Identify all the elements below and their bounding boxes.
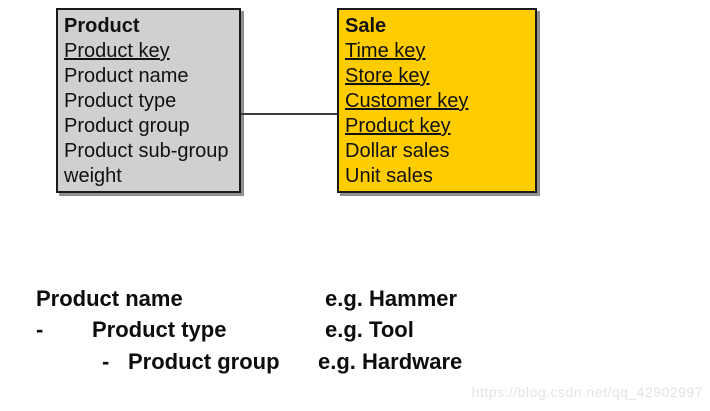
hierarchy-level-1-label: Product name bbox=[36, 286, 183, 311]
product-field-product-type: Product type bbox=[64, 90, 177, 112]
sale-field-dollar-sales: Dollar sales bbox=[345, 140, 450, 162]
relationship-connector-line bbox=[241, 113, 337, 115]
hierarchy-level-1-example: e.g. Hammer bbox=[325, 286, 458, 311]
hierarchy-level-2-label: Product type bbox=[92, 317, 227, 342]
sale-field-unit-sales: Unit sales bbox=[345, 165, 433, 187]
product-table: Product Product key Product name Product… bbox=[56, 8, 241, 193]
hierarchy-level-3-example: e.g. Hardware bbox=[318, 349, 463, 374]
sale-field-time-key: Time key bbox=[345, 40, 426, 62]
product-field-product-group: Product group bbox=[64, 115, 190, 137]
watermark-text: https://blog.csdn.net/qq_42902997 bbox=[471, 384, 703, 400]
product-field-product-sub-group: Product sub-group bbox=[64, 140, 229, 162]
hierarchy-level-3-label: Product group bbox=[128, 349, 280, 374]
hierarchy-level-2-example: e.g. Tool bbox=[325, 317, 414, 342]
sale-field-customer-key: Customer key bbox=[345, 90, 469, 112]
sale-field-product-key: Product key bbox=[345, 115, 451, 137]
sale-field-store-key: Store key bbox=[345, 65, 430, 87]
hierarchy-level-2-dash: - bbox=[36, 317, 44, 342]
hierarchy-level-3-dash: - bbox=[102, 349, 110, 374]
product-table-title: Product bbox=[64, 15, 140, 37]
product-field-weight: weight bbox=[64, 165, 122, 187]
product-field-product-name: Product name bbox=[64, 65, 189, 87]
product-field-product-key: Product key bbox=[64, 40, 170, 62]
sale-table: Sale Time key Store key Customer key Pro… bbox=[337, 8, 537, 193]
sale-table-title: Sale bbox=[345, 15, 387, 37]
